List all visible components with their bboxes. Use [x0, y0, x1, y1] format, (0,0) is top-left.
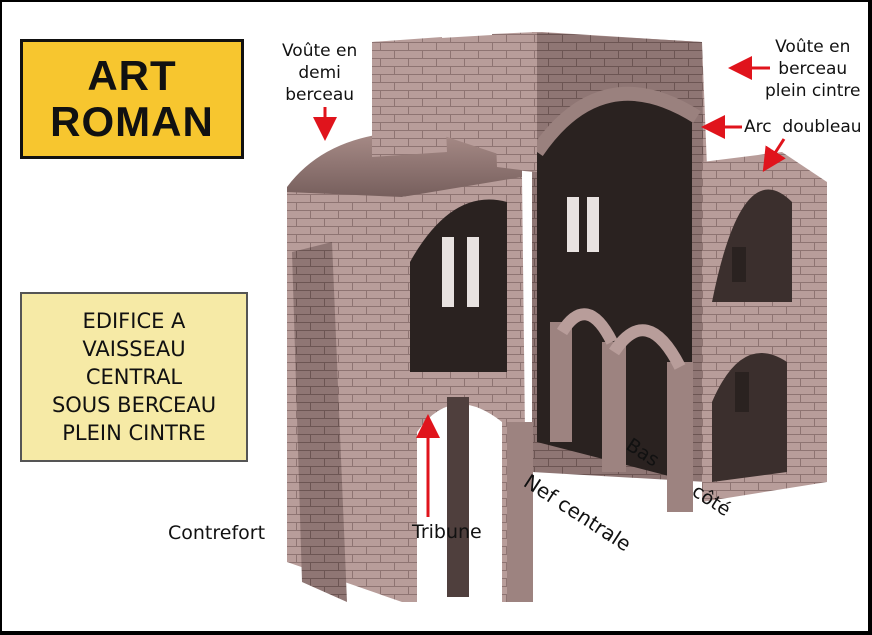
side-aisle [702, 152, 827, 502]
label-tribune: Tribune [412, 521, 482, 543]
title-box: ART ROMAN [20, 39, 244, 159]
central-barrel-vault [531, 86, 701, 482]
label-arc-doubleau: Arc doubleau [744, 117, 862, 137]
buttress [292, 242, 347, 602]
description-line: VAISSEAU [82, 337, 186, 361]
description-line: EDIFICE A [82, 309, 186, 333]
title-line-2: ROMAN [50, 98, 214, 145]
title-line-1: ART [87, 52, 177, 99]
label-contrefort: Contrefort [168, 522, 266, 544]
label-voute-plein-cintre: Voûte en berceau plein cintre [765, 37, 861, 101]
description-line: PLEIN CINTRE [62, 421, 206, 445]
description-box: EDIFICE A VAISSEAU CENTRAL SOUS BERCEAU … [20, 292, 248, 462]
arrow-arc-doubleau-2 [762, 138, 786, 173]
description-line: SOUS BERCEAU [51, 393, 217, 417]
nave-arcade [550, 197, 693, 512]
description-line: CENTRAL [85, 365, 183, 389]
label-voute-demi-berceau: Voûte en demi berceau [282, 41, 358, 105]
upper-walls [372, 32, 537, 172]
